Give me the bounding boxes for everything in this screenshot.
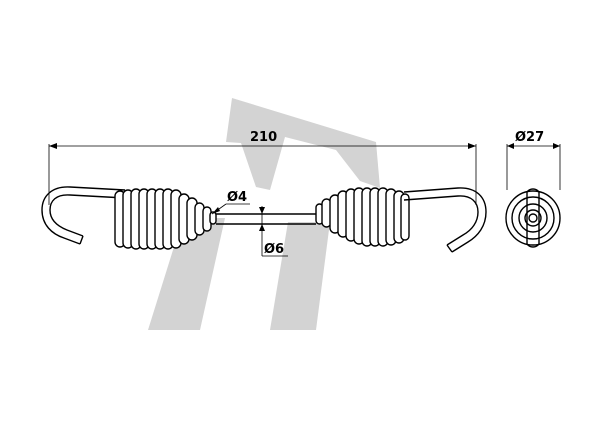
watermark-logo bbox=[148, 98, 380, 330]
overall-length-dimension: 210 bbox=[48, 130, 477, 205]
right-hook bbox=[403, 187, 487, 253]
overall-length-label: 210 bbox=[250, 130, 277, 145]
central-rod bbox=[216, 213, 316, 225]
wire-diameter-callout: Ø4 bbox=[211, 190, 250, 215]
outer-diameter-label: Ø27 bbox=[515, 130, 544, 145]
right-coil bbox=[315, 187, 410, 247]
outer-diameter-dimension: Ø27 bbox=[506, 130, 561, 190]
inner-diameter-callout: Ø6 bbox=[259, 206, 288, 257]
wire-diameter-label: Ø4 bbox=[227, 190, 247, 205]
left-coil bbox=[114, 188, 217, 250]
inner-diameter-label: Ø6 bbox=[264, 242, 284, 257]
spring-end-view bbox=[505, 188, 561, 248]
left-hook bbox=[41, 186, 126, 245]
